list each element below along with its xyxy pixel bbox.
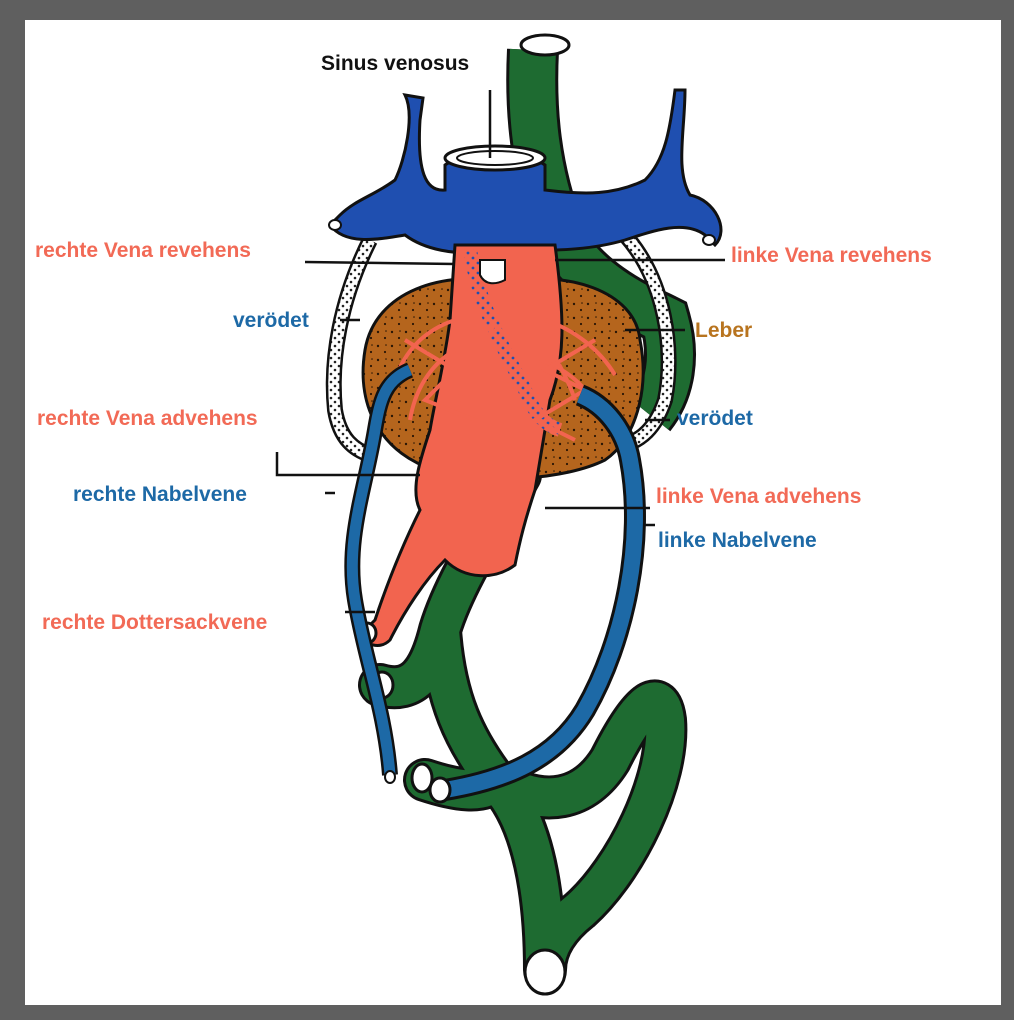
label-sinus-venosus: Sinus venosus	[321, 53, 469, 74]
label-verodet-left: verödet	[233, 310, 309, 331]
figure-frame: Sinus venosus rechte Vena revehens linke…	[25, 20, 1001, 1005]
label-linke-vena-advehens: linke Vena advehens	[656, 486, 861, 507]
embryonic-venous-system-diagram	[25, 20, 1001, 1005]
label-rechte-vena-advehens: rechte Vena advehens	[37, 408, 258, 429]
label-linke-vena-revehens: linke Vena revehens	[731, 245, 932, 266]
label-rechte-nabelvene: rechte Nabelvene	[73, 484, 247, 505]
label-linke-nabelvene: linke Nabelvene	[658, 530, 817, 551]
label-rechte-vena-revehens: rechte Vena revehens	[35, 240, 251, 261]
label-leber: Leber	[695, 320, 752, 341]
label-rechte-dottersackvene: rechte Dottersackvene	[42, 612, 267, 633]
label-verodet-right: verödet	[677, 408, 753, 429]
